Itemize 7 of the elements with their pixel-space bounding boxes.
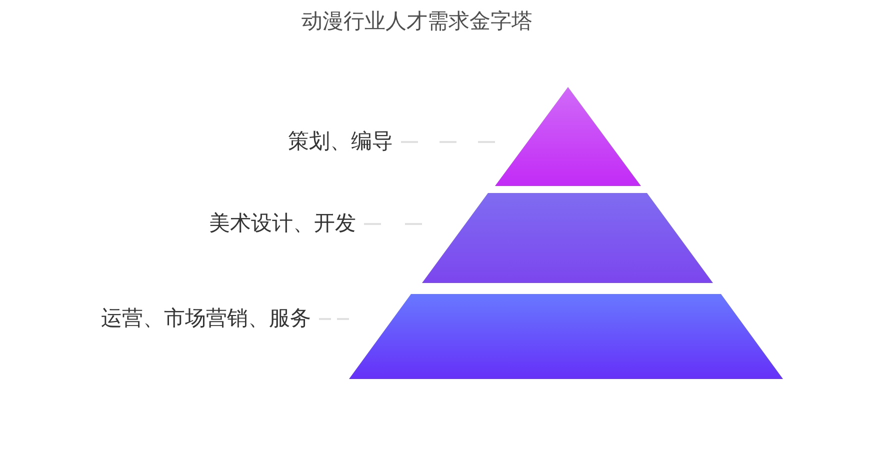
tier-label: 运营、市场营销、服务 [101, 306, 311, 332]
title: 动漫行业人才需求金字塔 [302, 9, 532, 35]
pyramid-top [495, 87, 641, 186]
pyramid-tier [349, 294, 783, 379]
pyramid-tier [422, 193, 713, 283]
tier-label: 美术设计、开发 [209, 211, 356, 237]
tier-label: 策划、编导 [288, 129, 393, 155]
